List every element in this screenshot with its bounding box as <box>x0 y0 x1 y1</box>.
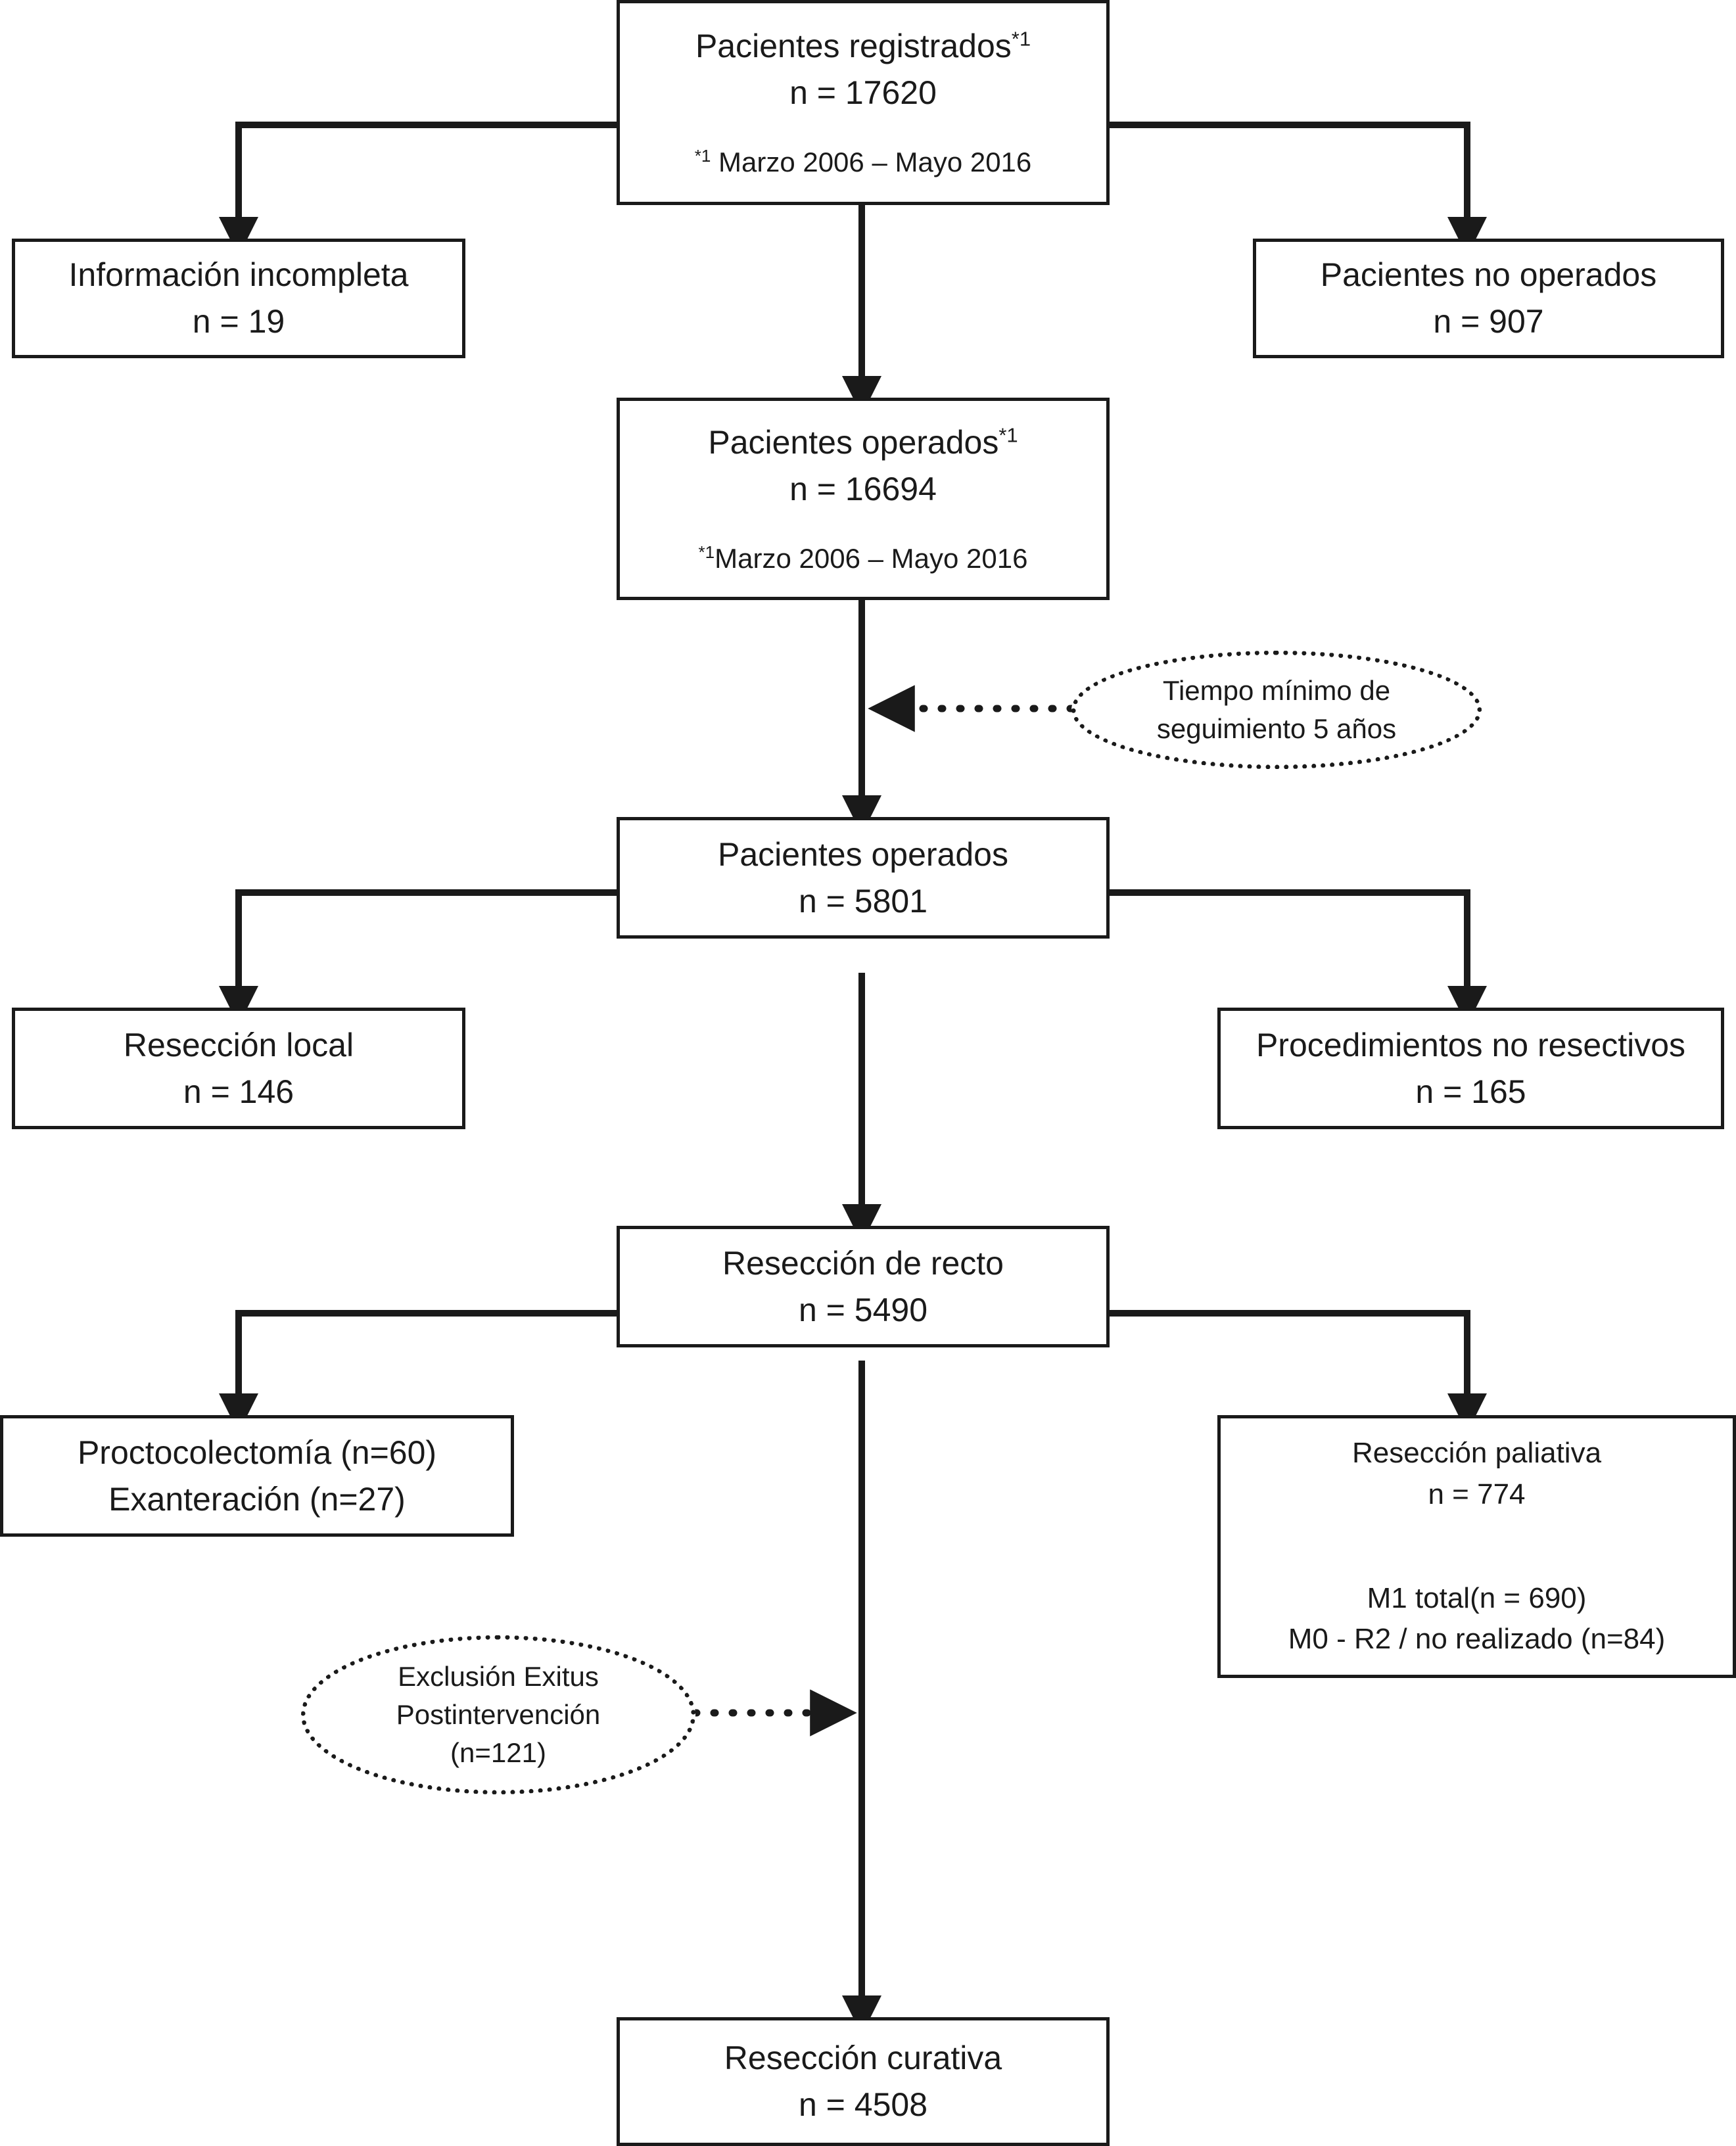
node-pacientes-no-operados-title: Pacientes no operados <box>1320 256 1657 293</box>
edge-reseccion-recto-to-proctocolectomia <box>219 1310 617 1433</box>
node-procedimientos-no-resectivos-title: Procedimientos no resectivos <box>1255 1026 1686 1063</box>
node-reseccion-paliativa-count: n = 774 <box>1428 1478 1526 1510</box>
node-reseccion-local-count: n = 146 <box>183 1073 294 1110</box>
node-pacientes-no-operados-count: n = 907 <box>1433 303 1544 340</box>
node-pacientes-operados-5801-title: Pacientes operados <box>718 835 1008 873</box>
node-pacientes-operados-total-footnote: *1Marzo 2006 – Mayo 2016 <box>698 542 1028 574</box>
node-pacientes-operados-5801-count: n = 5801 <box>798 882 928 920</box>
node-reseccion-paliativa-m1-total: M1 total(n = 690) <box>1367 1582 1587 1614</box>
node-pacientes-registrados-title: Pacientes registrados*1 <box>695 27 1031 65</box>
node-reseccion-curativa[interactable]: Resección curativa n = 4508 <box>617 2017 1110 2146</box>
footnote-marker-icon: *1 <box>998 423 1018 447</box>
node-pacientes-operados-total-title: Pacientes operados*1 <box>708 423 1018 461</box>
node-proctocolectomia-line: Proctocolectomía (n=60) <box>77 1434 437 1471</box>
node-reseccion-de-recto[interactable]: Resección de recto n = 5490 <box>617 1226 1110 1347</box>
node-tiempo-minimo-seguimiento-line1: Tiempo mínimo de <box>1162 675 1391 707</box>
node-exclusion-exitus-line2: Postintervención <box>396 1699 601 1731</box>
footnote-marker-icon: *1 <box>698 542 715 563</box>
footnote-marker-icon: *1 <box>1011 27 1031 51</box>
node-pacientes-operados-total-count: n = 16694 <box>789 471 937 508</box>
node-pacientes-operados-5801[interactable]: Pacientes operados n = 5801 <box>617 817 1110 939</box>
node-informacion-incompleta-title: Información incompleta <box>68 256 409 293</box>
node-reseccion-paliativa[interactable]: Resección paliativa n = 774 M1 total(n =… <box>1217 1415 1736 1678</box>
node-reseccion-curativa-title: Resección curativa <box>724 2040 1002 2076</box>
node-pacientes-registrados[interactable]: Pacientes registrados*1 n = 17620 *1 Mar… <box>617 0 1110 205</box>
node-reseccion-de-recto-title: Resección de recto <box>722 1244 1004 1282</box>
node-exanteracion-line: Exanteración (n=27) <box>108 1480 406 1518</box>
node-procedimientos-no-resectivos-count: n = 165 <box>1415 1073 1526 1110</box>
node-pacientes-registrados-footnote: *1 Marzo 2006 – Mayo 2016 <box>694 146 1032 178</box>
footnote-marker-icon: *1 <box>694 146 711 166</box>
node-reseccion-paliativa-m0-r2: M0 - R2 / no realizado (n=84) <box>1288 1623 1666 1656</box>
node-pacientes-no-operados[interactable]: Pacientes no operados n = 907 <box>1253 239 1724 358</box>
node-informacion-incompleta-count: n = 19 <box>192 303 285 340</box>
edge-registrados-to-incompleta <box>219 122 617 256</box>
node-exclusion-exitus-line1: Exclusión Exitus <box>398 1661 599 1692</box>
node-procedimientos-no-resectivos[interactable]: Procedimientos no resectivos n = 165 <box>1217 1008 1724 1129</box>
node-pacientes-operados-total[interactable]: Pacientes operados*1 n = 16694 *1Marzo 2… <box>617 398 1110 600</box>
edge-operados-5801-to-reseccion-local <box>219 889 617 1025</box>
edge-operados-5801-to-no-resectivos <box>1110 889 1487 1025</box>
node-reseccion-local[interactable]: Resección local n = 146 <box>12 1008 465 1129</box>
node-proctocolectomia-exanteracion[interactable]: Proctocolectomía (n=60) Exanteración (n=… <box>0 1415 514 1537</box>
node-reseccion-de-recto-count: n = 5490 <box>798 1291 928 1328</box>
node-exclusion-exitus-postintervencion[interactable]: Exclusión Exitus Postintervención (n=121… <box>301 1635 695 1794</box>
node-pacientes-registrados-count: n = 17620 <box>789 74 937 112</box>
edge-registrados-to-no-operados <box>1110 122 1487 256</box>
node-reseccion-curativa-count: n = 4508 <box>798 2086 928 2123</box>
node-tiempo-minimo-seguimiento-line2: seguimiento 5 años <box>1156 713 1397 744</box>
node-reseccion-local-title: Resección local <box>123 1026 354 1063</box>
node-informacion-incompleta[interactable]: Información incompleta n = 19 <box>12 239 465 358</box>
node-exclusion-exitus-count: (n=121) <box>450 1737 546 1768</box>
node-tiempo-minimo-seguimiento[interactable]: Tiempo mínimo de seguimiento 5 años <box>1071 651 1482 769</box>
node-reseccion-paliativa-title: Resección paliativa <box>1351 1437 1602 1470</box>
edge-reseccion-recto-to-paliativa <box>1110 1310 1487 1433</box>
